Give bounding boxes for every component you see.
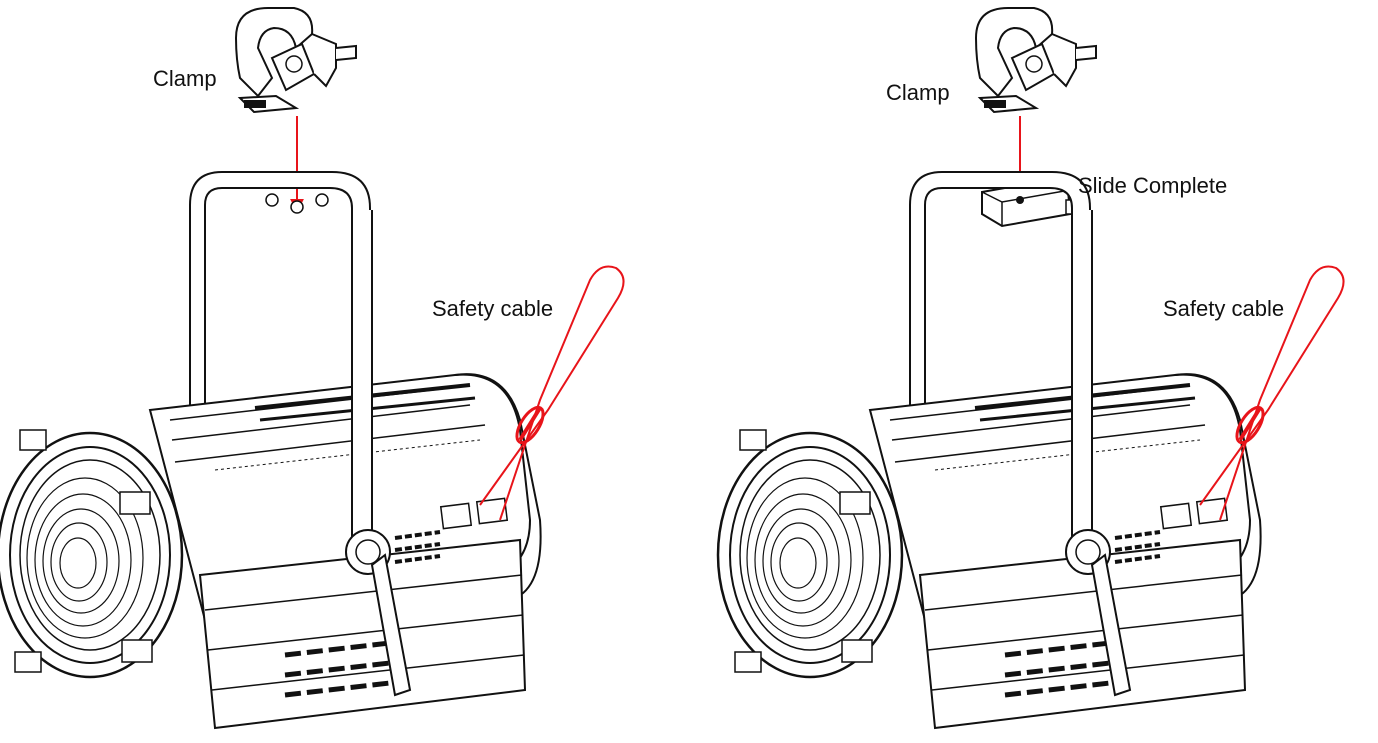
left-clamp-drawing xyxy=(235,7,357,113)
right-clamp-drawing xyxy=(975,7,1097,113)
right-slide-label: Slide Complete xyxy=(1078,173,1228,198)
right-fixture-drawing xyxy=(718,172,1261,728)
left-fixture-drawing xyxy=(0,172,541,728)
left-safety-cable-label: Safety cable xyxy=(432,296,554,321)
left-panel xyxy=(0,7,625,728)
right-safety-cable-label: Safety cable xyxy=(1163,296,1285,321)
right-clamp-label: Clamp xyxy=(886,80,950,105)
left-clamp-label: Clamp xyxy=(153,66,217,91)
left-safety-cable xyxy=(479,265,625,521)
right-safety-cable xyxy=(1199,265,1345,521)
right-panel xyxy=(718,7,1345,728)
